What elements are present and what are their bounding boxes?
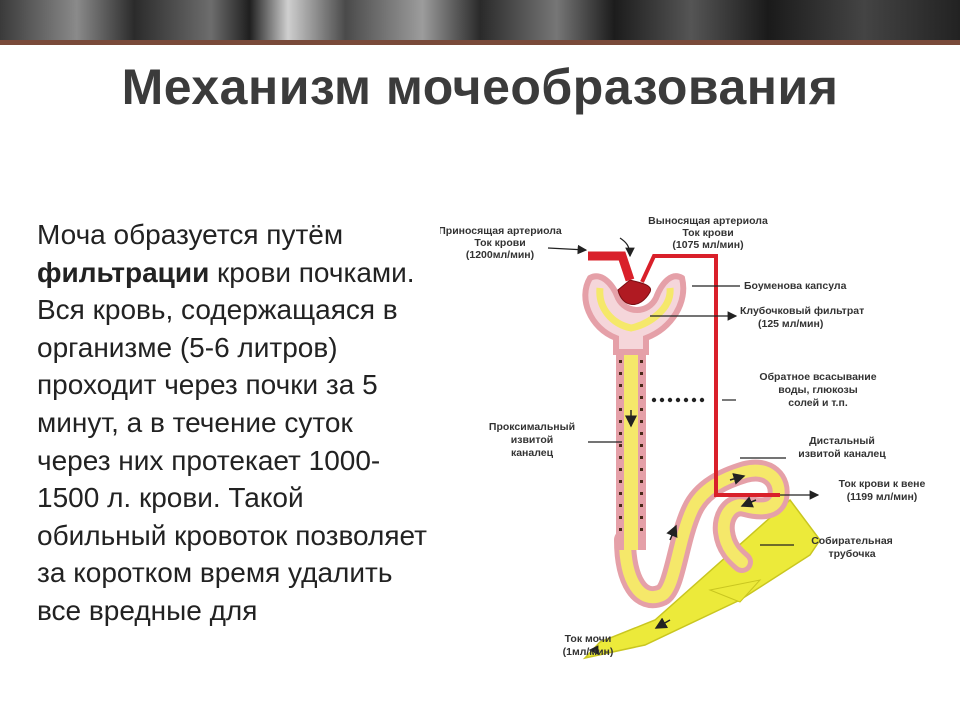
label-filtrate-1: Клубочковый фильтрат bbox=[740, 305, 864, 317]
label-afferent-2: Ток крови bbox=[474, 237, 525, 249]
label-efferent-2: Ток крови bbox=[682, 227, 733, 239]
label-vein-2: (1199 мл/мин) bbox=[847, 491, 918, 503]
label-reabs-2: воды, глюкозы bbox=[778, 384, 857, 396]
nephron-diagram: Приносящая артериола Ток крови (1200мл/м… bbox=[438, 210, 960, 690]
label-distal-1: Дистальный bbox=[809, 435, 875, 447]
body-text-bold: фильтрации bbox=[37, 256, 210, 288]
label-efferent-3: (1075 мл/мин) bbox=[672, 239, 743, 251]
header-banner bbox=[0, 0, 960, 44]
collecting-branch bbox=[708, 579, 762, 603]
collecting-duct bbox=[582, 498, 821, 660]
glomerulus bbox=[617, 279, 652, 305]
distal-tubule-lumen bbox=[619, 464, 785, 603]
label-vein-1: Ток крови к вене bbox=[839, 478, 926, 490]
proximal-tubule-lumen bbox=[624, 350, 638, 550]
efferent-arteriole bbox=[640, 254, 780, 497]
slide-title: Механизм мочеобразования bbox=[121, 59, 839, 115]
body-text-start: Моча образуется путём bbox=[37, 219, 344, 250]
label-filtrate-2: (125 мл/мин) bbox=[758, 318, 823, 330]
nephron-svg: Приносящая артериола Ток крови (1200мл/м… bbox=[438, 215, 926, 660]
afferent-arteriole bbox=[588, 251, 635, 282]
label-collect-2: трубочка bbox=[828, 548, 875, 560]
label-prox-2: извитой bbox=[511, 434, 553, 446]
leader-lines bbox=[547, 237, 820, 655]
label-reabs-3: солей и т.п. bbox=[788, 397, 848, 409]
label-capsule: Боуменова капсула bbox=[744, 280, 847, 292]
label-efferent-1: Выносящая артериола bbox=[648, 215, 768, 227]
label-afferent-3: (1200мл/мин) bbox=[466, 249, 534, 261]
label-distal-2: извитой каналец bbox=[798, 448, 886, 460]
reabsorption-dots bbox=[651, 397, 705, 403]
body-paragraph: Моча образуется путём фильтрации крови п… bbox=[37, 216, 427, 630]
label-collect-1: Собирательная bbox=[811, 535, 893, 547]
label-reabs-1: Обратное всасывание bbox=[759, 371, 876, 383]
label-prox-1: Проксимальный bbox=[489, 421, 575, 433]
label-afferent-1: Приносящая артериола bbox=[440, 225, 562, 237]
banner-stripe bbox=[0, 40, 960, 45]
capsule-lumen bbox=[596, 287, 674, 332]
label-urine-2: (1мл/мин) bbox=[563, 646, 614, 658]
flow-arrows bbox=[625, 410, 757, 629]
proximal-cells bbox=[619, 360, 643, 531]
body-text-rest: крови почками. Вся кровь, содержащаяся в… bbox=[37, 256, 427, 626]
label-urine-1: Ток мочи bbox=[565, 633, 612, 645]
label-prox-3: каналец bbox=[511, 447, 554, 459]
bowman-capsule bbox=[582, 273, 687, 355]
